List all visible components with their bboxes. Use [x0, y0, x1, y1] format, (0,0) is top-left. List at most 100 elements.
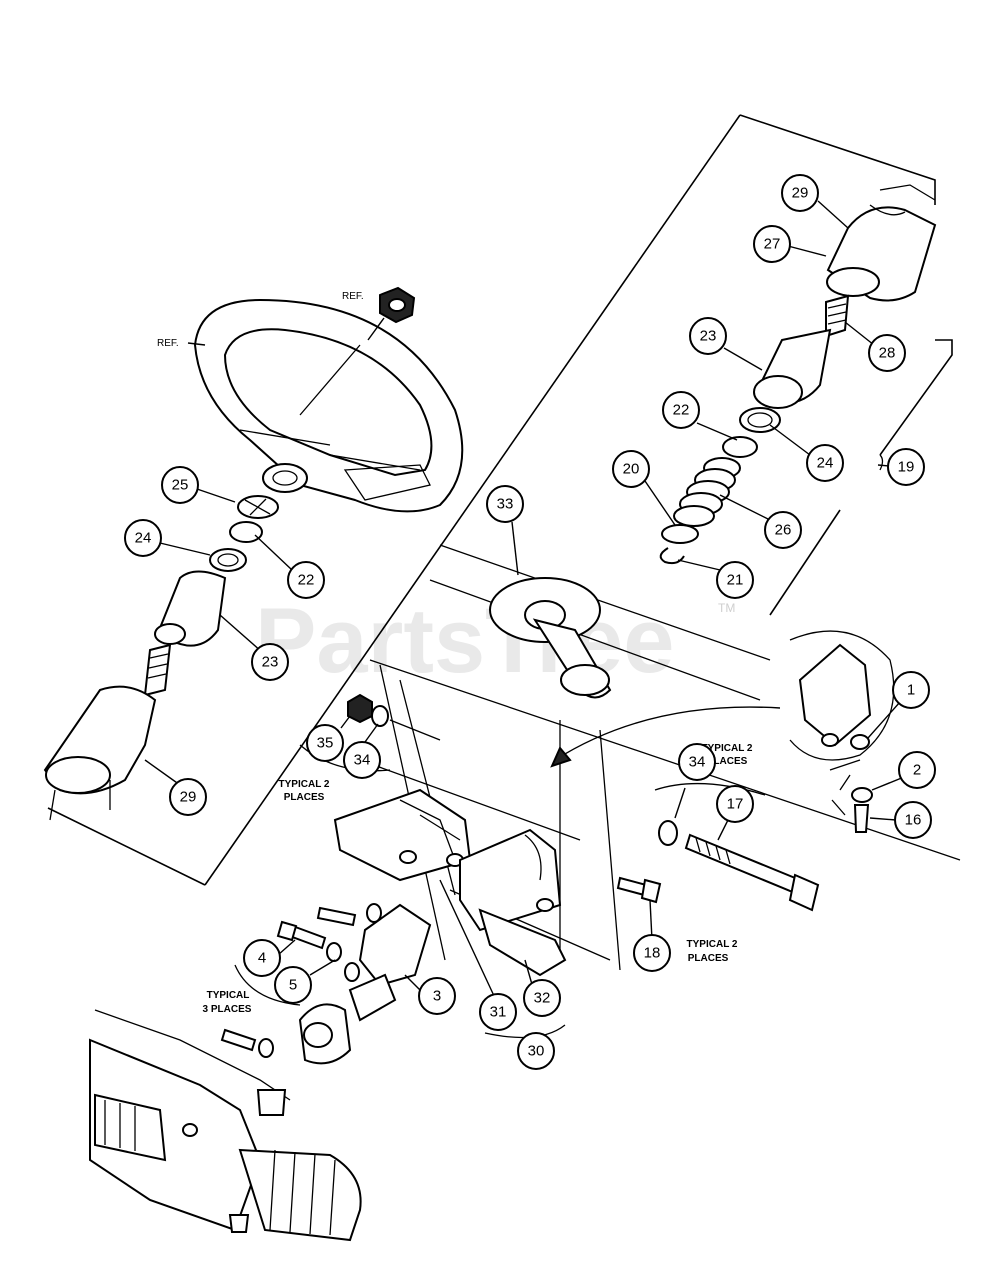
watermark-tm: TM — [718, 601, 735, 615]
callout-number: 26 — [775, 522, 792, 539]
note-typical2-left-1: TYPICAL 2 — [279, 779, 330, 790]
callout-circle — [716, 561, 754, 599]
note-typical2-right-1: TYPICAL 2 — [702, 743, 753, 754]
callout-circle — [868, 334, 906, 372]
note-typical2-right-2: PLACES — [707, 756, 748, 767]
mount-bracket — [333, 788, 567, 977]
note-typical2-left-2: PLACES — [284, 792, 325, 803]
steering-gear — [89, 1009, 362, 1242]
callout-2: 2 — [898, 751, 936, 789]
callout-26: 26 — [764, 511, 802, 549]
callout-number: 3 — [433, 988, 441, 1005]
note-typical2-bolt-2: PLACES — [688, 953, 729, 964]
callout-circle — [678, 743, 716, 781]
note-typical3-1: TYPICAL — [207, 990, 250, 1001]
callout-number: 18 — [644, 945, 661, 962]
callout-22: 22 — [287, 561, 325, 599]
callout-circle — [612, 450, 650, 488]
callout-number: 23 — [700, 328, 717, 345]
callout-4: 4 — [243, 939, 281, 977]
callout-number: 33 — [497, 496, 514, 513]
callout-5: 5 — [274, 966, 312, 1004]
callout-number: 1 — [907, 682, 915, 699]
lower-shaft-assembly — [43, 495, 279, 821]
callout-34: 34 — [343, 741, 381, 779]
callout-28: 28 — [868, 334, 906, 372]
callout-circle — [479, 993, 517, 1031]
callout-24: 24 — [124, 519, 162, 557]
callout-32: 32 — [523, 979, 561, 1017]
callout-17: 17 — [716, 785, 754, 823]
callout-number: 30 — [528, 1043, 545, 1060]
callout-circle — [892, 671, 930, 709]
callout-number: 17 — [727, 796, 744, 813]
ref-label-nut: REF. — [342, 291, 364, 302]
callout-circle — [716, 785, 754, 823]
callout-number: 34 — [354, 752, 371, 769]
callout-27: 27 — [753, 225, 791, 263]
callout-circle — [517, 1032, 555, 1070]
callout-number: 24 — [135, 530, 152, 547]
callout-30: 30 — [517, 1032, 555, 1070]
callout-circle — [764, 511, 802, 549]
callout-circle — [781, 174, 819, 212]
callout-number: 21 — [727, 572, 744, 589]
callout-number: 2 — [913, 762, 921, 779]
callout-22: 22 — [662, 391, 700, 429]
upper-shaft-assembly — [659, 184, 937, 565]
callout-circle — [306, 724, 344, 762]
callout-31: 31 — [479, 993, 517, 1031]
hardware — [220, 693, 820, 1058]
callout-circle — [343, 741, 381, 779]
universal-joint — [298, 903, 432, 1065]
callout-number: 16 — [905, 812, 922, 829]
callout-number: 24 — [817, 455, 834, 472]
callout-circle — [633, 934, 671, 972]
ref-label-wheel: REF. — [157, 338, 179, 349]
callout-number: 4 — [258, 950, 266, 967]
callout-circle — [898, 751, 936, 789]
callout-number: 27 — [764, 236, 781, 253]
note-typical3-2: 3 PLACES — [203, 1004, 252, 1015]
callout-number: 20 — [623, 461, 640, 478]
callout-21: 21 — [716, 561, 754, 599]
callout-23: 23 — [689, 317, 727, 355]
callout-18: 18 — [633, 934, 671, 972]
callout-number: 19 — [898, 459, 915, 476]
callout-number: 5 — [289, 977, 297, 994]
callout-16: 16 — [894, 801, 932, 839]
leader-lines — [144, 200, 905, 1039]
note-typical2-bolt-1: TYPICAL 2 — [687, 939, 738, 950]
notes: TYPICAL 2 PLACES TYPICAL 2 PLACES TYPICA… — [203, 743, 753, 1015]
callout-number: 22 — [673, 402, 690, 419]
callout-number: 23 — [262, 654, 279, 671]
callout-19: 19 — [887, 448, 925, 486]
callout-circle — [894, 801, 932, 839]
callout-number: 25 — [172, 477, 189, 494]
callout-circle — [251, 643, 289, 681]
callout-33: 33 — [486, 485, 524, 523]
callout-number: 29 — [180, 789, 197, 806]
callout-25: 25 — [161, 466, 199, 504]
callout-34: 34 — [678, 743, 716, 781]
assembly-boundary — [47, 114, 953, 886]
callout-circle — [124, 519, 162, 557]
callout-29: 29 — [781, 174, 819, 212]
callout-number: 31 — [490, 1004, 507, 1021]
callout-24: 24 — [806, 444, 844, 482]
steering-wheel — [193, 286, 464, 513]
detail-inset — [550, 630, 895, 833]
callout-circle — [418, 977, 456, 1015]
callout-number: 29 — [792, 185, 809, 202]
callout-circle — [806, 444, 844, 482]
callout-29: 29 — [169, 778, 207, 816]
callout-number: 35 — [317, 735, 334, 752]
callout-circle — [274, 966, 312, 1004]
callout-circle — [161, 466, 199, 504]
callout-circle — [486, 485, 524, 523]
callout-3: 3 — [418, 977, 456, 1015]
callout-1: 1 — [892, 671, 930, 709]
callout-35: 35 — [306, 724, 344, 762]
